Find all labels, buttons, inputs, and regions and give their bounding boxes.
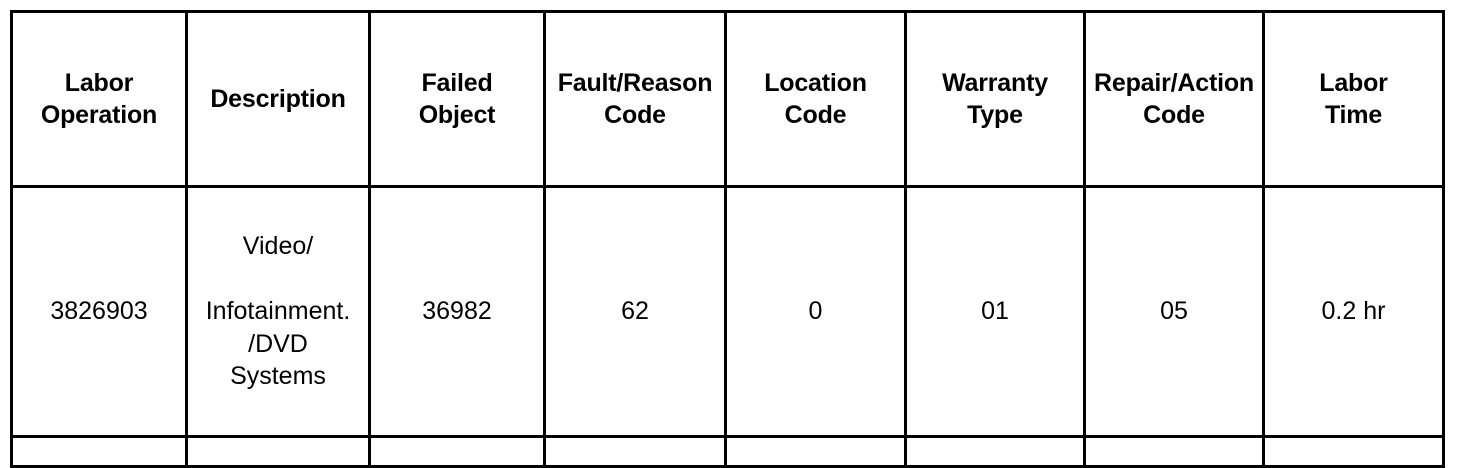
column-header-fault-reason-code: Fault/Reason Code [543,10,727,188]
cell-partial-fault-reason-code [543,435,727,468]
cell-labor-operation: 3826903 [10,185,188,438]
cell-partial-location-code [724,435,907,468]
cell-partial-description [185,435,371,468]
column-header-labor-operation: Labor Operation [10,10,188,188]
cell-fault-reason-code: 62 [543,185,727,438]
table-body: 3826903 Video/ Infotainment. /DVD System… [10,185,1445,468]
cell-description: Video/ Infotainment. /DVD Systems [185,185,371,438]
column-header-location-code: Location Code [724,10,907,188]
cell-warranty-type: 01 [904,185,1086,438]
table-row-partial [10,435,1445,468]
cell-partial-labor-time [1262,435,1445,468]
cell-partial-warranty-type [904,435,1086,468]
cell-labor-time: 0.2 hr [1262,185,1445,438]
table-header-row: Labor Operation Description Failed Objec… [10,10,1445,188]
column-header-warranty-type: Warranty Type [904,10,1086,188]
column-header-labor-time: Labor Time [1262,10,1445,188]
column-header-description: Description [185,10,371,188]
cell-partial-failed-object [368,435,546,468]
cell-partial-labor-operation [10,435,188,468]
cell-partial-repair-action-code [1083,435,1265,468]
column-header-repair-action-code: Repair/Action Code [1083,10,1265,188]
document-page: Labor Operation Description Failed Objec… [10,10,1445,468]
column-header-failed-object: Failed Object [368,10,546,188]
cell-location-code: 0 [724,185,907,438]
table-row: 3826903 Video/ Infotainment. /DVD System… [10,185,1445,438]
cell-repair-action-code: 05 [1083,185,1265,438]
table-header: Labor Operation Description Failed Objec… [10,10,1445,188]
labor-operation-table: Labor Operation Description Failed Objec… [10,10,1445,468]
cell-failed-object: 36982 [368,185,546,438]
